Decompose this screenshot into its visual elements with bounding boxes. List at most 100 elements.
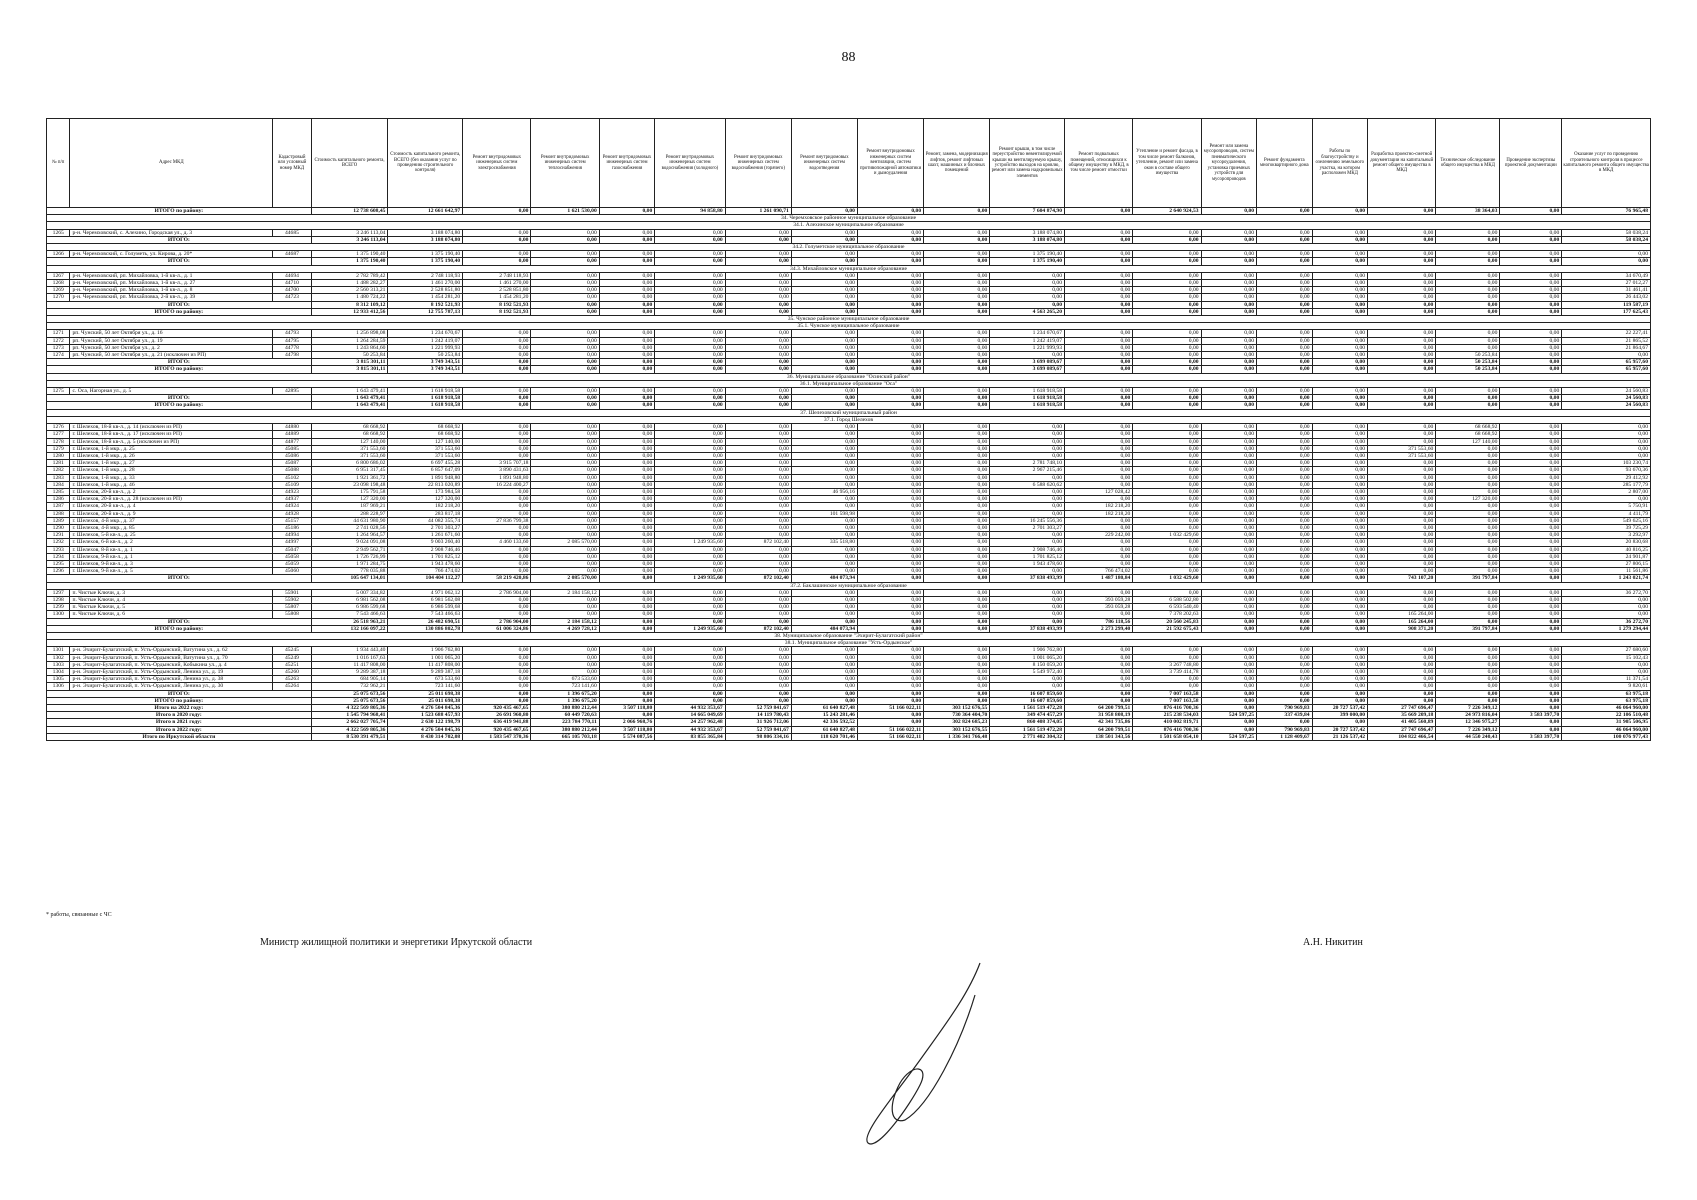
amount-cell: 0,00	[1132, 459, 1202, 468]
amount-cell: 0,00	[654, 423, 726, 432]
amount-cell: 1 618 918,58	[989, 394, 1065, 403]
amount-cell: 380 880 212,44	[530, 704, 600, 713]
amount-cell: 0,00	[598, 595, 656, 605]
amount-cell: 0,00	[1435, 387, 1501, 396]
amount-cell: 98 806 334,16	[724, 732, 792, 742]
amount-cell: 0,00	[724, 228, 792, 237]
amount-cell: 0,00	[654, 459, 726, 468]
amount-cell: 0,00	[1256, 487, 1313, 497]
amount-cell: 0,00	[1132, 567, 1202, 576]
amount-cell: 0,00	[1367, 653, 1437, 662]
amount-cell: 0,00	[1256, 624, 1313, 633]
amount-cell: 0,00	[462, 235, 532, 245]
amount-cell: 0,00	[1435, 595, 1501, 605]
amount-cell: 63 975,18	[1561, 689, 1651, 698]
amount-cell: 0,00	[724, 451, 792, 461]
amount-cell: 0,00	[989, 595, 1065, 605]
amount-cell: 0,00	[1499, 423, 1563, 432]
amount-cell: 0,00	[1063, 271, 1134, 281]
amount-cell: 0,00	[923, 293, 991, 302]
amount-cell: 0,00	[462, 487, 532, 497]
amount-cell: 1 242 419,07	[387, 336, 464, 345]
amount-cell: 0,00	[462, 451, 532, 461]
cadastral-number: 44700	[272, 286, 312, 295]
amount-cell: 0,00	[598, 552, 656, 561]
amount-cell: 0,00	[1435, 588, 1501, 597]
amount-cell: 0,00	[1367, 466, 1437, 475]
column-header: Проведение экспертизы проектной документ…	[1499, 118, 1563, 208]
amount-cell: 0,00	[923, 423, 991, 432]
amount-cell: 0,00	[1256, 271, 1313, 281]
amount-cell: 0,00	[1063, 394, 1134, 403]
amount-cell: 0,00	[724, 336, 792, 345]
amount-cell: 42 341 735,86	[1063, 718, 1134, 727]
amount-cell: 0,00	[1367, 646, 1437, 655]
amount-cell: 0,00	[1311, 451, 1369, 461]
amount-cell: 0,00	[923, 502, 991, 511]
total-label: ИТОГО:	[46, 574, 312, 583]
amount-cell: 0,00	[1367, 588, 1437, 597]
amount-cell: 0,00	[790, 387, 858, 396]
address-cell: р-н. Эхирит-Булагатский, п. Усть-Ордынск…	[69, 675, 274, 684]
amount-cell: 0,00	[1200, 610, 1258, 619]
total-label: ИТОГО:	[46, 617, 312, 626]
amount-cell: 0,00	[1311, 523, 1369, 533]
amount-cell: 0,00	[923, 444, 991, 453]
amount-cell: 0,00	[1063, 610, 1134, 619]
amount-cell: 138 501 343,56	[1063, 732, 1134, 742]
address-cell: р-н. Черемховский, рп. Михайловка, 2-й к…	[69, 293, 274, 302]
amount-cell: 0,00	[1311, 228, 1369, 237]
section-heading-row: 34.3. Михайловское муниципальное образов…	[46, 264, 1651, 273]
amount-cell: 0,00	[1311, 444, 1369, 453]
amount-cell: 0,00	[654, 653, 726, 662]
amount-cell: 0,00	[1435, 293, 1501, 302]
amount-cell: 0,00	[598, 235, 656, 245]
amount-cell: 3 246 113,04	[310, 228, 389, 237]
amount-cell: 0,00	[462, 552, 532, 561]
amount-cell: 1 001 065,20	[387, 653, 464, 662]
amount-cell: 2 560 313,21	[310, 286, 389, 295]
row-number: 1276	[45, 423, 71, 432]
amount-cell: 7 378 202,63	[1132, 610, 1202, 619]
amount-cell: 0,00	[598, 667, 656, 677]
amount-cell: 0,00	[530, 235, 600, 245]
amount-cell: 0,00	[1200, 523, 1258, 533]
amount-cell: 4 276 504 845,36	[387, 704, 464, 713]
amount-cell: 0,00	[1132, 682, 1202, 691]
amount-cell: 0,00	[654, 617, 726, 626]
amount-cell: 6 981 562,08	[387, 595, 464, 605]
amount-cell: 1 461 270,00	[462, 279, 532, 288]
amount-cell: 3 699 089,67	[989, 358, 1065, 367]
amount-cell: 0,00	[989, 351, 1065, 360]
amount-cell: 0,00	[1256, 675, 1313, 684]
amount-cell: 0,00	[923, 459, 991, 468]
amount-cell: 0,00	[1499, 293, 1563, 302]
cadastral-number: 44778	[272, 343, 312, 353]
amount-cell: 0,00	[1200, 595, 1258, 605]
amount-cell: 0,00	[1200, 646, 1258, 655]
amount-cell: 2 184 158,12	[530, 617, 600, 626]
amount-cell: 1 891 948,80	[387, 473, 464, 482]
amount-cell: 0,00	[989, 286, 1065, 295]
amount-cell: 0,00	[1200, 206, 1258, 216]
amount-cell: 0,00	[598, 538, 656, 547]
amount-cell: 0,00	[1200, 351, 1258, 360]
amount-cell: 920 435 467,65	[462, 725, 532, 734]
amount-cell: 0,00	[598, 610, 656, 619]
amount-cell: 0,00	[462, 228, 532, 237]
amount-cell: 0,00	[856, 307, 925, 317]
amount-cell: 0,00	[1132, 365, 1202, 374]
amount-cell: 0,00	[1311, 293, 1369, 302]
amount-cell: 0,00	[1367, 509, 1437, 518]
amount-cell: 0,00	[724, 675, 792, 684]
amount-cell: 786 118,56	[1063, 617, 1134, 626]
amount-cell: 0,00	[1256, 473, 1313, 482]
amount-cell: 0,00	[1311, 473, 1369, 482]
